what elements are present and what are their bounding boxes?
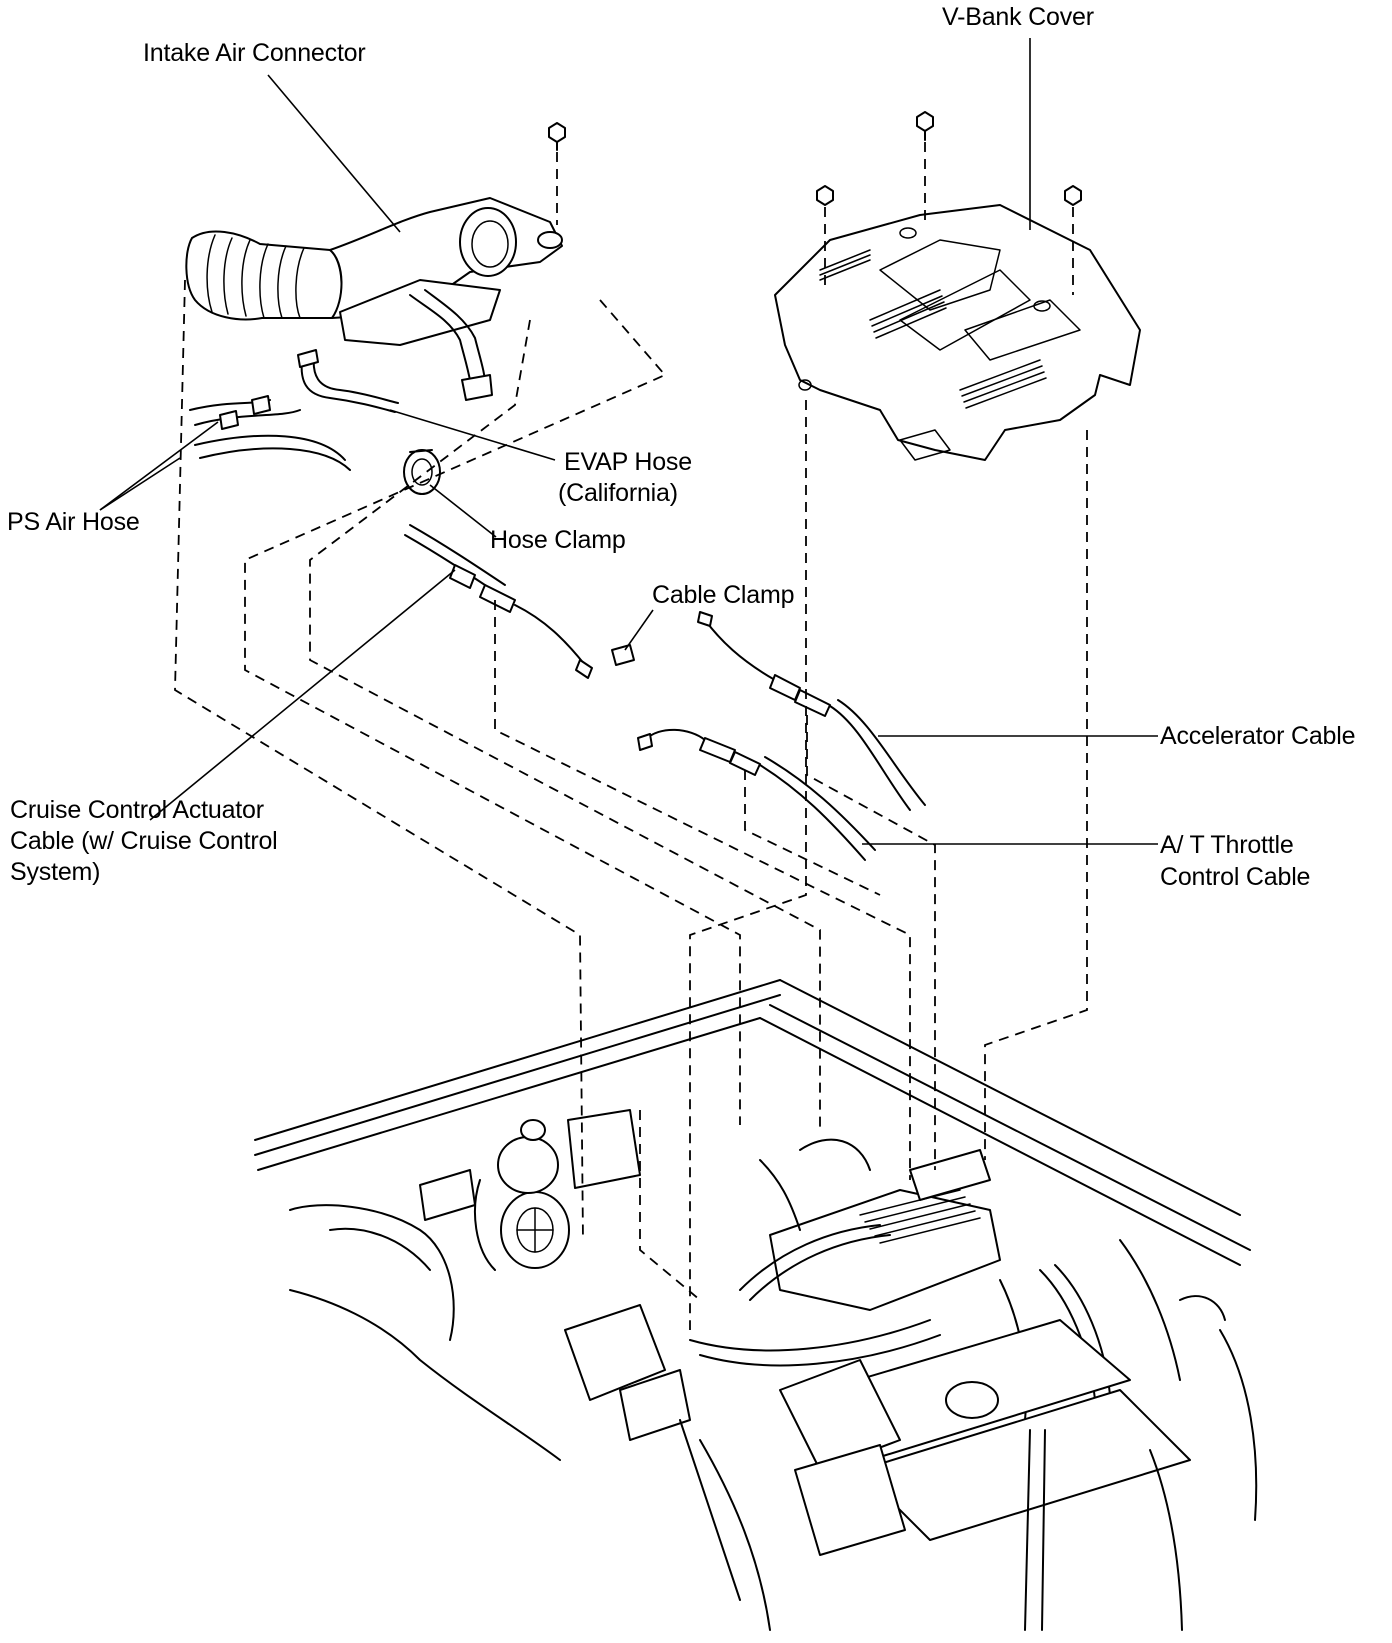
evap-hose-part [297, 349, 399, 413]
bolts [548, 111, 1082, 206]
label-v-bank-cover: V-Bank Cover [942, 3, 1094, 31]
label-at-throttle-line1: A/ T Throttle [1160, 831, 1294, 859]
cable-clamp-part [611, 644, 635, 666]
label-intake-air-connector: Intake Air Connector [143, 39, 366, 67]
label-at-throttle-line2: Control Cable [1160, 863, 1311, 891]
alignment-lines [174, 142, 1088, 1330]
intake-plenum [769, 1149, 1001, 1311]
throttle-body [419, 1119, 570, 1271]
label-cable-clamp: Cable Clamp [652, 581, 795, 609]
at-throttle-cable-part [637, 728, 876, 861]
engine-bay-illustration [254, 979, 1258, 1631]
label-cruise-control-line2: Cable (w/ Cruise Control [10, 827, 278, 855]
v-bank-cover-part [774, 204, 1141, 461]
label-cruise-control-line1: Cruise Control Actuator [10, 796, 264, 824]
hose-clamp-part [403, 449, 441, 495]
label-accelerator-cable: Accelerator Cable [1160, 722, 1356, 750]
label-evap-hose-california: (California) [558, 479, 678, 507]
label-evap-hose: EVAP Hose [564, 448, 692, 476]
accelerator-cable-part [697, 611, 926, 811]
leader-lines [99, 38, 1158, 845]
label-hose-clamp: Hose Clamp [490, 526, 626, 554]
ps-air-hose-part [189, 395, 351, 471]
intake-air-connector-part [185, 197, 563, 401]
label-cruise-control-line3: System) [10, 858, 101, 886]
label-ps-air-hose: PS Air Hose [7, 508, 140, 536]
